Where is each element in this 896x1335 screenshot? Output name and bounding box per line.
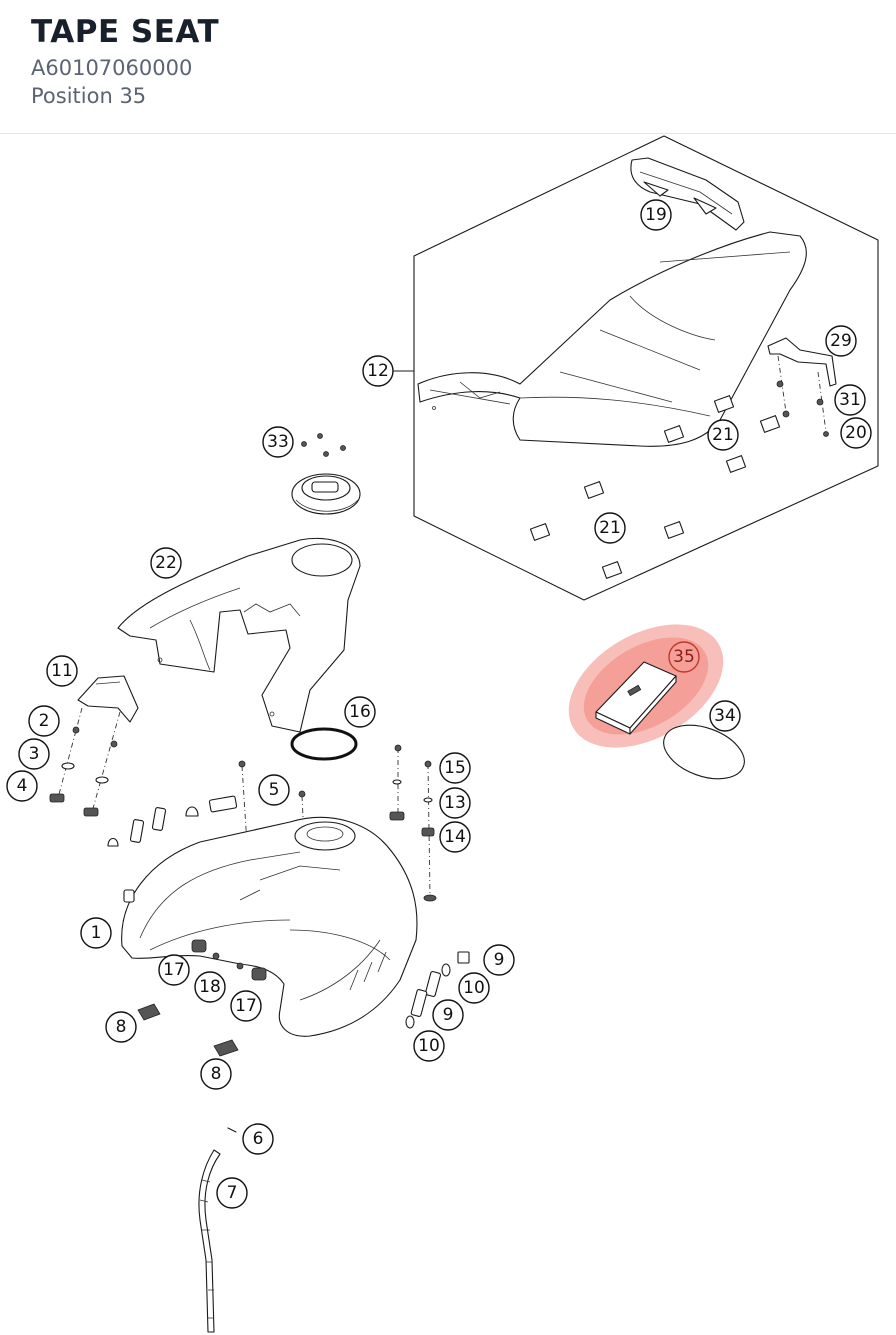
svg-text:15: 15 [444,758,466,778]
callout-12[interactable]: 12 [362,355,394,387]
tank-mounts [137,1003,239,1057]
svg-text:9: 9 [443,1005,454,1025]
callout-19[interactable]: 19 [640,199,672,231]
svg-text:18: 18 [199,977,221,997]
callout-20[interactable]: 20 [840,417,872,449]
callout-9-lower[interactable]: 9 [432,999,464,1031]
svg-text:17: 17 [235,996,257,1016]
grab-handle-part [630,157,745,231]
svg-text:6: 6 [253,1129,264,1149]
svg-text:5: 5 [269,780,280,800]
svg-text:13: 13 [444,793,466,813]
callout-33[interactable]: 33 [262,426,294,458]
seat-part [417,231,807,447]
callout-10-upper[interactable]: 10 [458,972,490,1004]
svg-text:1: 1 [91,923,102,943]
svg-text:11: 11 [51,661,73,681]
callout-17-left[interactable]: 17 [158,954,190,986]
callout-21-lower[interactable]: 21 [594,512,626,544]
callout-21-upper[interactable]: 21 [707,419,739,451]
seat-bracket-part [767,337,837,437]
tank-grommets [191,939,267,981]
callout-6[interactable]: 6 [242,1123,274,1155]
callout-14[interactable]: 14 [439,821,471,853]
callout-31[interactable]: 31 [834,384,866,416]
fuel-cap-part [291,433,361,515]
svg-text:8: 8 [211,1064,222,1084]
seat-rubber-clips [529,395,781,579]
callout-3[interactable]: 3 [18,738,50,770]
svg-text:2: 2 [39,711,50,731]
svg-text:34: 34 [714,706,736,726]
callout-1[interactable]: 1 [80,917,112,949]
callout-16[interactable]: 16 [344,696,376,728]
callout-5[interactable]: 5 [258,774,290,806]
callout-2[interactable]: 2 [28,705,60,737]
callout-8-right[interactable]: 8 [200,1058,232,1090]
callout-13[interactable]: 13 [439,787,471,819]
callout-9-upper[interactable]: 9 [483,944,515,976]
oval-pad-part [663,724,745,780]
position-label: Position 35 [31,84,147,108]
fuel-tank-part [121,816,418,1037]
drain-hose-part [198,1127,237,1333]
callout-29[interactable]: 29 [825,325,857,357]
tank-bolts [238,744,437,902]
callout-22[interactable]: 22 [150,547,182,579]
callout-15[interactable]: 15 [439,752,471,784]
svg-text:17: 17 [163,960,185,980]
gasket-ring-part [290,727,358,761]
svg-text:12: 12 [367,361,389,381]
svg-text:9: 9 [494,950,505,970]
small-pads-9-10 [405,951,470,1029]
callout-35-selected[interactable]: 35 [668,641,700,673]
callout-18[interactable]: 18 [194,971,226,1003]
svg-text:33: 33 [267,432,289,452]
svg-text:29: 29 [830,331,852,351]
svg-text:31: 31 [839,390,861,410]
svg-text:8: 8 [116,1017,127,1037]
svg-text:20: 20 [845,423,867,443]
part-title: TAPE SEAT [31,14,220,50]
tank-cover-part [117,537,361,733]
svg-text:21: 21 [599,518,621,538]
small-pads [107,795,238,847]
svg-text:7: 7 [227,1183,238,1203]
svg-text:35: 35 [673,647,695,667]
svg-text:3: 3 [29,744,40,764]
svg-text:19: 19 [645,205,667,225]
part-number: A60107060000 [31,56,193,80]
svg-text:21: 21 [712,425,734,445]
part-header: TAPE SEAT A60107060000 Position 35 [0,0,896,134]
callout-11[interactable]: 11 [46,655,78,687]
callout-7[interactable]: 7 [216,1177,248,1209]
callout-34[interactable]: 34 [709,700,741,732]
callout-10-lower[interactable]: 10 [413,1030,445,1062]
svg-text:10: 10 [418,1036,440,1056]
svg-text:10: 10 [463,978,485,998]
callout-8-left[interactable]: 8 [105,1011,137,1043]
svg-text:4: 4 [17,776,28,796]
svg-text:14: 14 [444,827,466,847]
cover-11-part [49,675,139,817]
svg-text:22: 22 [155,553,177,573]
callout-4[interactable]: 4 [6,770,38,802]
svg-text:16: 16 [349,702,371,722]
seat-assembly-frame [413,135,879,601]
tape-seat-part [595,661,677,735]
callout-17-right[interactable]: 17 [230,990,262,1022]
